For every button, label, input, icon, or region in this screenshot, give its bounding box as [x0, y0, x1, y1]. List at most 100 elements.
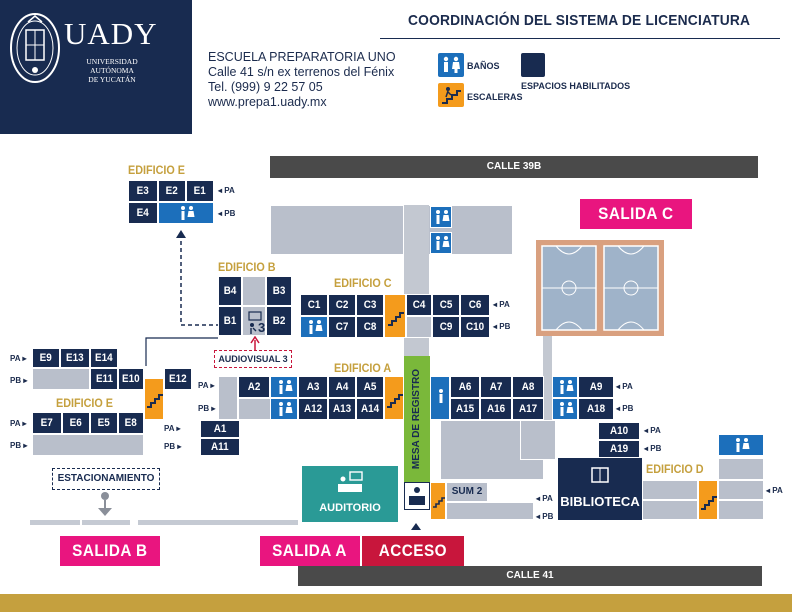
floor-pa-marker: PA ▸: [164, 424, 181, 433]
label-edificio-e-left: EDIFICIO E: [56, 396, 114, 410]
label-edificio-d: EDIFICIO D: [646, 462, 704, 476]
exit-salida-c[interactable]: SALIDA C: [580, 199, 692, 229]
floor-pa-marker: ◂ PA: [616, 382, 633, 391]
room-b1[interactable]: B1: [218, 306, 242, 336]
label-edificio-a: EDIFICIO A: [334, 361, 392, 375]
sports-courts: [536, 240, 664, 336]
room-a11[interactable]: A11: [200, 438, 240, 456]
room-a4[interactable]: A4: [328, 376, 356, 398]
auditorium-icon: [338, 471, 363, 492]
room-e1[interactable]: E1: [186, 180, 214, 202]
corridor: [543, 335, 552, 458]
area-block: [242, 276, 266, 306]
room-a3[interactable]: A3: [298, 376, 328, 398]
room-e14[interactable]: E14: [90, 348, 118, 368]
stairs-icon: [384, 294, 406, 338]
room-b4[interactable]: B4: [218, 276, 242, 306]
room-a14[interactable]: A14: [356, 398, 384, 420]
room-a10[interactable]: A10: [598, 422, 640, 440]
floor-pb-marker: ◂ PB: [644, 444, 662, 453]
exit-salida-a[interactable]: SALIDA A: [260, 536, 360, 566]
floor-pb-marker: ◂ PB: [218, 209, 236, 218]
room-e12[interactable]: E12: [164, 368, 192, 390]
entrance-acceso[interactable]: ACCESO: [362, 536, 464, 566]
room-a15[interactable]: A15: [450, 398, 480, 420]
school-name: ESCUELA PREPARATORIA UNO: [208, 50, 396, 64]
biblioteca[interactable]: BIBLIOTECA: [558, 458, 642, 520]
room-c1[interactable]: C1: [300, 294, 328, 316]
room-e8[interactable]: E8: [118, 412, 144, 434]
ground-stripe: [138, 520, 298, 525]
legend-escaleras: ESCALERAS: [467, 92, 523, 102]
exit-salida-b[interactable]: SALIDA B: [60, 536, 160, 566]
entrance-arrow-icon: [98, 492, 112, 516]
room-a9[interactable]: A9: [578, 376, 614, 398]
footer-band: [0, 594, 792, 612]
room-a1[interactable]: A1: [200, 420, 240, 438]
room-c6[interactable]: C6: [460, 294, 490, 316]
label-edificio-e-top: EDIFICIO E: [128, 163, 186, 177]
floor-pa-marker: PA ▸: [10, 354, 27, 363]
room-a17[interactable]: A17: [512, 398, 544, 420]
street-top: CALLE 39B: [270, 156, 758, 178]
room-c5[interactable]: C5: [432, 294, 460, 316]
restroom-icon: [718, 434, 764, 456]
arrow-up-icon: [411, 523, 421, 530]
room-c4[interactable]: C4: [406, 294, 432, 316]
arrow-up-icon: [250, 336, 260, 350]
room-e3[interactable]: E3: [128, 180, 158, 202]
page-title: COORDINACIÓN DEL SISTEMA DE LICENCIATURA: [408, 12, 751, 29]
area-block: [406, 316, 432, 338]
floor-pa-marker: ◂ PA: [644, 426, 661, 435]
registration-desk: MESA DE REGISTRO: [404, 356, 430, 482]
area-block: [718, 500, 764, 520]
stairs-icon: [384, 376, 404, 420]
university-seal-icon: [8, 8, 62, 93]
room-a19[interactable]: A19: [598, 440, 640, 458]
sum2[interactable]: SUM 2: [446, 482, 488, 502]
room-a12[interactable]: A12: [298, 398, 328, 420]
room-c7[interactable]: C7: [328, 316, 356, 338]
room-a6[interactable]: A6: [450, 376, 480, 398]
room-a8[interactable]: A8: [512, 376, 544, 398]
room-a5[interactable]: A5: [356, 376, 384, 398]
connector-line: [145, 337, 218, 366]
room-b2[interactable]: B2: [266, 306, 292, 336]
room-e6[interactable]: E6: [62, 412, 90, 434]
auditorio[interactable]: AUDITORIO: [302, 466, 398, 522]
school-address: Calle 41 s/n ex terrenos del Fénix: [208, 65, 395, 79]
room-c9[interactable]: C9: [432, 316, 460, 338]
floor-pa-marker: ◂ PA: [493, 300, 510, 309]
room-a2[interactable]: A2: [238, 376, 270, 398]
room-e7[interactable]: E7: [32, 412, 62, 434]
room-c8[interactable]: C8: [356, 316, 384, 338]
room-e2[interactable]: E2: [158, 180, 186, 202]
room-e4[interactable]: E4: [128, 202, 158, 224]
room-a13[interactable]: A13: [328, 398, 356, 420]
room-b3[interactable]: B3: [266, 276, 292, 306]
room-c2[interactable]: C2: [328, 294, 356, 316]
room-e10[interactable]: E10: [118, 368, 144, 390]
area-block: [446, 502, 534, 520]
room-a7[interactable]: A7: [480, 376, 512, 398]
room-e11[interactable]: E11: [90, 368, 118, 390]
area-block: [270, 205, 404, 255]
header-divider: [380, 38, 780, 39]
floor-pb-marker: ◂ PB: [536, 512, 554, 521]
reception-icon: [404, 482, 430, 510]
area-block: [520, 420, 556, 460]
restroom-icon: [438, 53, 464, 77]
floor-pb-marker: ◂ PB: [493, 322, 511, 331]
room-a18[interactable]: A18: [578, 398, 614, 420]
restroom-icon: [270, 376, 298, 398]
room-a16[interactable]: A16: [480, 398, 512, 420]
label-edificio-c: EDIFICIO C: [334, 276, 392, 290]
room-e5[interactable]: E5: [90, 412, 118, 434]
room-e9[interactable]: E9: [32, 348, 60, 368]
room-c3[interactable]: C3: [356, 294, 384, 316]
school-website[interactable]: www.prepa1.uady.mx: [208, 95, 327, 109]
audiovisual-icon: 3: [242, 306, 266, 336]
restroom-icon: [270, 398, 298, 420]
room-c10[interactable]: C10: [460, 316, 490, 338]
room-e13[interactable]: E13: [60, 348, 90, 368]
